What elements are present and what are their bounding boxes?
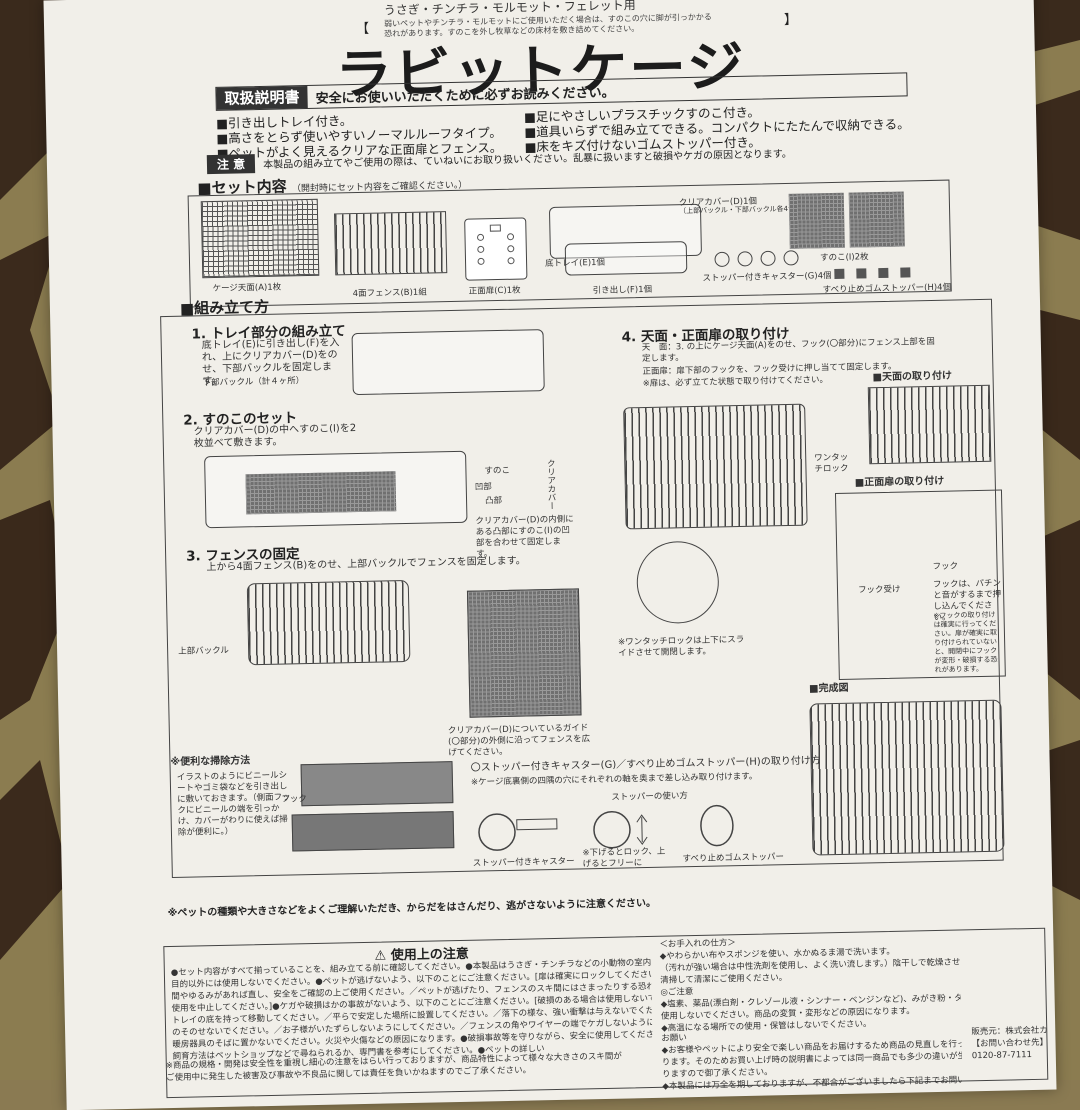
instruction-sheet: うさぎ・チンチラ・モルモット・フェレット用 【 弱いペットやチンチラ・モルモット…: [43, 0, 1057, 1110]
lock-note: ※ワンタッチロックは上下にスライドさせて開閉します。: [617, 634, 745, 659]
step2-label-sunoko: すのこ: [484, 465, 511, 477]
caster-illustrations: [471, 795, 752, 856]
warning-icon: ⚠: [374, 948, 387, 964]
assembly-box: 1. トレイ部分の組み立て 底トレイ(E)に引き出し(F)を入れ、上にクリアカバ…: [160, 298, 1006, 878]
seller-section: 販売元：株式会社カインズ 【お問い合わせ先】 0120-87-7111: [971, 1025, 1047, 1063]
caster-lock-label: ※下げるとロック、上げるとフリーに: [582, 846, 666, 870]
door-attach-box: フック フック受け フックは、パチンと音がするまで押し込んでください。 ※フック…: [834, 489, 1006, 680]
part-fence-label: 4面フェンス(B)1組: [352, 287, 427, 300]
part-stoppers-label: すべり止めゴムストッパー(H)4個: [822, 282, 952, 296]
step3-buckle-label: 上部バックル: [178, 645, 229, 657]
part-sunoko-label: すのこ(I)2枚: [819, 252, 869, 264]
roof-attach-illustration: [867, 384, 992, 465]
part-roof-label: ケージ天面(A)1枚: [212, 282, 282, 295]
caution-label: 注 意: [206, 153, 256, 174]
step3-guide-note: クリアカバー(D)についているガイド(〇部分)の外側に沿ってフェンスを広げてくだ…: [447, 723, 591, 759]
cleaning-hook-label: フック: [281, 794, 307, 805]
manual-label: 取扱説明書: [216, 85, 308, 110]
fence-illustration: [334, 211, 448, 276]
request-section: お願い ◆お客様やペットにより安全で楽しい商品をお届けするため商品の見直しを行っ…: [661, 1026, 962, 1092]
one-touch-lock-label: ワンタッチロック: [814, 452, 849, 475]
stopper-icons: [834, 267, 911, 279]
part-drawer-label: 引き出し(F)1個: [592, 284, 653, 297]
door-illustration: [464, 217, 528, 281]
sunoko-illustration-1: [788, 192, 845, 249]
caster-title: 〇ストッパー付きキャスター(G)／すべり止めゴムストッパー(H)の取り付け方: [470, 755, 821, 774]
part-door-label: 正面扉(C)1枚: [468, 285, 521, 297]
care-section: ＜お手入れの仕方＞ ◆やわらかい布やスポンジを使い、水かぬるま湯で洗います。 （…: [659, 933, 961, 1035]
step2-text: クリアカバー(D)の中へすのこ(I)を2枚並べて敷きます。: [193, 423, 357, 450]
completed-cage-illustration: [809, 699, 1005, 856]
part-casters-label: ストッパー付きキャスター(G)4個: [702, 271, 832, 284]
inquiry: 【お問い合わせ先】: [971, 1037, 1047, 1050]
parts-box: ケージ天面(A)1枚 4面フェンス(B)1組 正面扉(C)1枚 底トレイ(E)1…: [187, 179, 952, 308]
caster-icons: [710, 245, 810, 269]
door-holes-graphic: [465, 218, 526, 279]
hook-label: フック: [932, 561, 959, 572]
step2-label-boss: 凸部: [484, 495, 503, 507]
usage-notes-body: ●セット内容がすべて揃っていることを、組み立てる前に確認してください。●本製品は…: [171, 957, 653, 1063]
step2-label-recess: 凹部: [474, 482, 492, 493]
cleaning-title: ※便利な掃除方法: [170, 755, 251, 768]
hook-receiver-label: フック受け: [857, 584, 901, 596]
step2-note: クリアカバー(D)の内側にある凸部にすのこ(I)の凹部を合わせて固定します。: [475, 514, 574, 560]
cleaning-text: イラストのようにビニールシートやゴミ袋などを引き出しに敷いておきます。（側面フッ…: [176, 770, 291, 838]
roof-attach-title: ■天面の取り付け: [872, 370, 953, 384]
step1-tray-illustration: [351, 329, 545, 396]
bracket-close: 】: [783, 12, 798, 28]
step3-guide-illustration: [466, 588, 582, 718]
completed-title: ■完成図: [808, 682, 849, 695]
bottom-warning: ※ペットの種類や大きさなどをよくご理解いただき、からだをはさんだり、逃がさないよ…: [167, 897, 657, 920]
hook-warning: ※フックの取り付けは確実に行ってください。扉が確実に取り付けられていないと、開閉…: [933, 610, 998, 674]
lock-detail-circle: [635, 540, 720, 625]
stopper-label: すべり止めゴムストッパー: [682, 852, 785, 865]
cage-roof-illustration: [200, 198, 320, 279]
step2-cover-illustration: [204, 450, 468, 529]
caster-label: ストッパー付きキャスター: [472, 856, 575, 869]
step2-label-cover: クリアカバー: [545, 458, 557, 511]
step4-cage-illustration: [623, 403, 808, 530]
cleaning-drawer-bottom: [291, 811, 455, 852]
door-attach-title: ■正面扉の取り付け: [854, 475, 945, 489]
step2-sunoko: [245, 471, 397, 515]
step3-fence-illustration: [246, 579, 411, 666]
caster-text: ※ケージ底裏側の四隅の穴にそれぞれの軸を奥まで差し込み取り付けます。: [470, 771, 758, 788]
sunoko-illustration-2: [848, 191, 905, 248]
step1-buckle-label: 下部バックル（計４ヶ所）: [202, 376, 305, 389]
cleaning-drawer-top: [300, 761, 454, 807]
part-tray-label: 底トレイ(E)1個: [545, 257, 606, 270]
manual-text: 安全にお使いいただくために必ずお読みください。: [315, 85, 615, 107]
phone: 0120-87-7111: [971, 1050, 1033, 1062]
